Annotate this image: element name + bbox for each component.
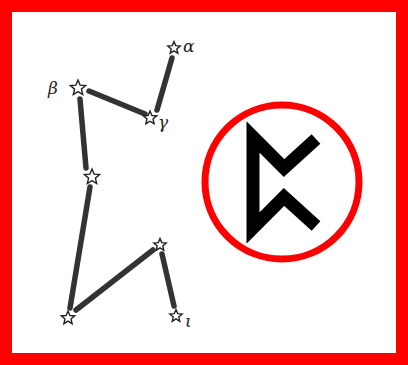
star-label: γ (158, 114, 168, 131)
constellation-lines (70, 58, 174, 310)
star-label: α (183, 38, 194, 55)
rune-symbol (253, 137, 316, 228)
star-symbol (154, 239, 166, 251)
star-symbol (170, 310, 182, 322)
red-frame (6, 6, 402, 359)
star-line (89, 91, 145, 114)
star-symbol (168, 42, 180, 54)
star-symbol (143, 111, 156, 124)
star-symbol (84, 169, 99, 184)
star-line (70, 187, 90, 308)
star-symbol (61, 311, 74, 324)
star-line (76, 250, 153, 310)
red-circle (205, 105, 359, 259)
star-line (80, 99, 86, 168)
star-line (162, 254, 174, 306)
star-label: ι (185, 313, 192, 330)
star-label: β (48, 80, 58, 97)
star-symbol (70, 80, 85, 95)
stars (61, 42, 182, 324)
star-line (157, 58, 172, 110)
